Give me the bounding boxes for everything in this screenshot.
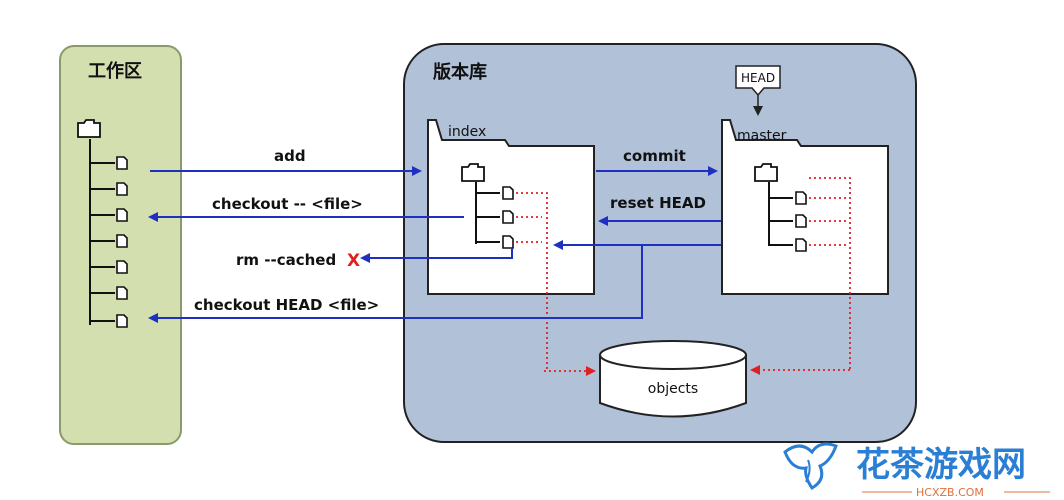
workspace-panel: 工作区 xyxy=(59,45,182,445)
master-box: master xyxy=(721,119,889,295)
file-icon xyxy=(116,260,128,274)
repository-title: 版本库 xyxy=(433,61,487,83)
index-label: index xyxy=(448,124,486,140)
index-folder-icon xyxy=(461,163,485,182)
head-pointer: HEAD xyxy=(735,65,781,116)
arrow-checkout-head: checkout HEAD <file> xyxy=(148,240,721,323)
watermark-url: HCXZB.COM xyxy=(916,486,984,499)
index-box: index xyxy=(427,119,595,295)
file-icon xyxy=(116,286,128,300)
file-icon xyxy=(502,235,514,249)
arrow-reset-head: reset HEAD xyxy=(598,194,721,226)
workspace-folder-icon xyxy=(77,119,101,138)
arrow-commit: commit xyxy=(596,147,718,176)
file-icon xyxy=(116,208,128,222)
checkout-head-label: checkout HEAD <file> xyxy=(194,296,379,314)
objects-label: objects xyxy=(648,381,698,397)
file-icon xyxy=(795,238,807,252)
head-label: HEAD xyxy=(741,71,775,85)
workspace-file-tree xyxy=(90,156,128,328)
rm-cached-label: rm --cached xyxy=(236,251,336,269)
file-icon xyxy=(795,191,807,205)
watermark: 花茶游戏网 HCXZB.COM xyxy=(783,442,1050,499)
rm-cached-cross: X xyxy=(347,251,360,271)
flower-logo-icon xyxy=(783,442,838,490)
arrow-checkout-file: checkout -- <file> xyxy=(148,195,464,222)
file-icon xyxy=(116,156,128,170)
master-objects-links xyxy=(750,177,851,375)
file-icon xyxy=(116,182,128,196)
index-objects-links xyxy=(516,192,596,376)
checkout-file-label: checkout -- <file> xyxy=(212,195,363,213)
file-icon xyxy=(116,314,128,328)
file-icon xyxy=(502,210,514,224)
commit-label: commit xyxy=(623,147,686,165)
objects-store: objects xyxy=(599,340,747,418)
arrow-rm-cached: rm --cached X xyxy=(236,248,513,271)
arrow-add: add xyxy=(150,147,422,176)
file-icon xyxy=(116,234,128,248)
add-label: add xyxy=(274,147,306,165)
file-icon xyxy=(502,186,514,200)
watermark-brand: 花茶游戏网 xyxy=(856,445,1026,485)
master-folder-icon xyxy=(754,163,778,182)
workspace-title: 工作区 xyxy=(88,60,142,82)
reset-head-label: reset HEAD xyxy=(610,194,706,212)
master-label: master xyxy=(737,128,787,144)
file-icon xyxy=(795,214,807,228)
